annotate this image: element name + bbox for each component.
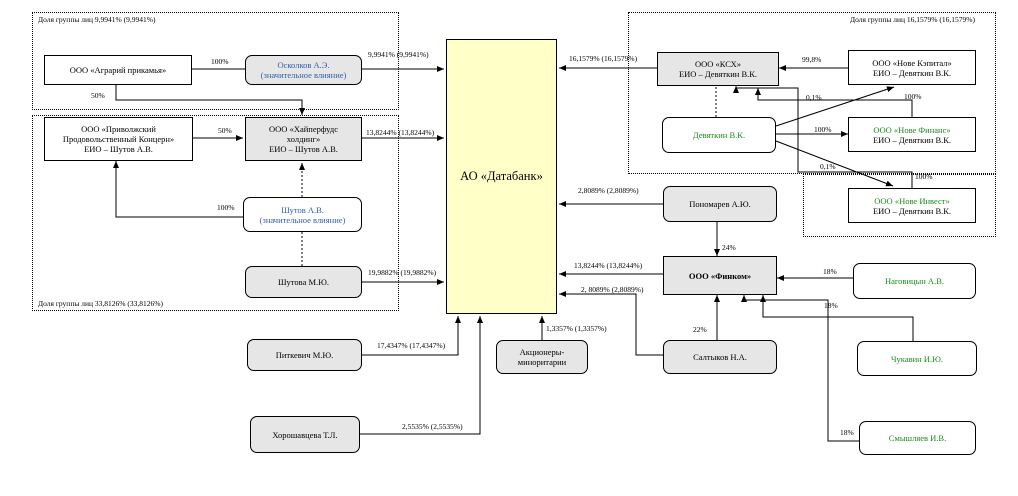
node-saltykov-line-1: Салтыков Н.А. — [693, 352, 747, 362]
label-khor-main: 2,5535% (2,5535%) — [402, 422, 463, 431]
node-nove-finance-line-2: ЕИО – Девяткин В.К. — [872, 134, 952, 145]
node-privolzh-line-2: Продовольственный Концерн» — [62, 134, 175, 144]
label-finkom-main: 13,8244% (13,8244%) — [574, 261, 643, 270]
label-fin-dev: 100% — [904, 92, 922, 101]
label-inv-dev: 0,1% — [820, 162, 836, 171]
node-nove-capital: ООО «Нове Кэпитал» ЕИО – Девяткин В.К. — [848, 50, 976, 85]
node-ksh: ООО «КСХ» ЕИО – Девяткин В.К. — [657, 52, 779, 86]
edge-agrariy-hyperfuds — [115, 85, 305, 115]
node-hyperfuds-line-3: ЕИО – Шутов А.В. — [269, 144, 338, 154]
label-ponomarev-finkom: 24% — [722, 243, 736, 252]
edge-khor-main — [360, 316, 483, 435]
edge-finance-ksh — [755, 88, 913, 117]
node-nove-capital-line-2: ЕИО – Девяткин В.К. — [872, 67, 952, 78]
label-shutova-main: 19,9882% (19,9882%) — [368, 268, 437, 277]
node-pitkevich-line-1: Питкевич М.Ю. — [275, 350, 334, 360]
group-frame-bottom-left — [32, 115, 399, 311]
node-shutova: Шутова М.Ю. — [245, 266, 362, 298]
node-khoroshavtseva-line-1: Хорошавцева Т.Л. — [272, 429, 338, 440]
group-label-top-left: Доля группы лиц 9,9941% (9,9941%) — [38, 15, 156, 24]
label-shutov-priv: 100% — [217, 203, 235, 212]
node-smyshlyaev-line-1: Смышляев И.В. — [888, 433, 947, 443]
node-ponomarev-line-1: Пономарев А.Ю. — [689, 199, 751, 209]
node-minority: Акционеры- миноритарии — [496, 340, 588, 374]
label-hyp-main: 13,8244% (13,8244%) — [366, 128, 435, 137]
label-agr-hyp: 50% — [91, 91, 105, 100]
label-ksh-main: 16,1579% (16,1579%) — [569, 54, 638, 63]
edge-shutov-privolzh — [113, 161, 243, 218]
node-devyatkin: Девяткин В.К. — [662, 117, 776, 153]
edge-smyshlyaev-finkom — [741, 295, 859, 442]
node-hyperfuds-line-2: холдинг» — [286, 134, 321, 144]
group-frame-right-invest — [803, 174, 996, 237]
node-oskolkov: Осколков А.Э. (значительное влияние) — [245, 55, 362, 85]
edge-chukavin-finkom — [760, 295, 914, 341]
node-saltykov: Салтыков Н.А. — [663, 340, 777, 374]
edge-pitkevich-main — [362, 316, 461, 356]
label-chukavin-finkom: 18% — [824, 301, 838, 310]
node-nove-finance: ООО «Нове Финанс» ЕИО – Девяткин В.К. — [848, 117, 976, 152]
node-nove-invest-line-2: ЕИО – Девяткин В.К. — [872, 205, 952, 216]
group-label-top-right: Доля группы лиц 16,1579% (16,1579%) — [850, 15, 976, 24]
node-devyatkin-line-1: Девяткин В.К. — [692, 130, 746, 140]
label-smyshlyaev-finkom: 18% — [840, 428, 854, 437]
edge-devyatkin-invest — [775, 140, 894, 187]
node-chukavin: Чукавин И.Ю. — [857, 341, 977, 376]
label-osk-main: 9,9941% (9,9941%) — [368, 50, 429, 59]
node-finkom: ООО «Финком» — [663, 256, 777, 295]
node-finkom-line-1: ООО «Финком» — [688, 270, 752, 281]
node-hyperfuds-line-1: ООО «Хайперфудс — [269, 124, 338, 134]
label-nagovitsyn-finkom: 18% — [823, 267, 837, 276]
label-cap-dev: 0,1% — [806, 93, 822, 102]
label-capital-ksh: 99,8% — [802, 55, 822, 64]
node-nagovitsyn-line-1: Наговицын А.В. — [885, 276, 944, 286]
node-ksh-line-2: ЕИО – Девяткин В.К. — [678, 69, 758, 79]
group-frame-top-left — [32, 12, 399, 110]
node-nove-capital-line-1: ООО «Нове Кэпитал» — [872, 57, 952, 68]
node-privolzh-line-3: ЕИО – Шутов А.В. — [84, 144, 153, 154]
label-fin-dev2: 100% — [814, 125, 832, 134]
node-shutov-line-2: (значительное влияние) — [259, 214, 346, 225]
edge-devyatkin-capital — [775, 86, 895, 127]
label-agr-osk: 100% — [211, 57, 229, 66]
node-oskolkov-line-1: Осколков А.Э. — [277, 60, 330, 70]
node-privolzh: ООО «Приволжский Продовольственный Конце… — [44, 117, 193, 161]
node-smyshlyaev: Смышляев И.В. — [859, 421, 976, 455]
label-pitkevich-main: 17,4347% (17,4347%) — [377, 341, 446, 350]
node-ksh-line-1: ООО «КСХ» — [694, 59, 742, 69]
node-khoroshavtseva: Хорошавцева Т.Л. — [250, 416, 360, 453]
node-agrariy-line-1: ООО «Аграрий прикамья» — [69, 65, 167, 75]
group-label-bottom-left: Доля группы лиц 33,8126% (33,8126%) — [38, 299, 164, 308]
label-minority-main: 1,3357% (1,3357%) — [546, 324, 607, 333]
node-nove-finance-line-1: ООО «Нове Финанс» — [873, 124, 951, 135]
label-inv-dev2: 100% — [915, 172, 933, 181]
node-nove-invest: ООО «Нове Инвест» ЕИО – Девяткин В.К. — [848, 188, 976, 223]
label-saltykov-main: 2, 8089% (2,8089%) — [581, 285, 644, 294]
node-pitkevich: Питкевич М.Ю. — [247, 339, 362, 371]
node-hyperfuds: ООО «Хайперфудс холдинг» ЕИО – Шутов А.В… — [245, 117, 362, 161]
edge-saltykov-main — [559, 291, 663, 356]
label-priv-hyp: 50% — [218, 126, 232, 135]
node-nagovitsyn: Наговицын А.В. — [853, 263, 976, 299]
label-ponomarev-main: 2,8089% (2,8089%) — [578, 186, 639, 195]
node-shutov-line-1: Шутов А.В. — [281, 204, 324, 215]
node-agrariy: ООО «Аграрий прикамья» — [44, 55, 192, 85]
node-minority-line-1: Акционеры- — [519, 347, 565, 357]
node-oskolkov-line-2: (значительное влияние) — [260, 70, 347, 80]
node-ponomarev: Пономарев А.Ю. — [663, 186, 777, 222]
node-main-databank: АО «Датабанк» — [446, 39, 557, 314]
group-frame-top-right — [628, 12, 996, 174]
node-shutova-line-1: Шутова М.Ю. — [277, 277, 330, 287]
node-shutov: Шутов А.В. (значительное влияние) — [243, 197, 362, 232]
node-chukavin-line-1: Чукавин И.Ю. — [891, 353, 943, 364]
node-minority-line-2: миноритарии — [517, 357, 567, 367]
node-nove-invest-line-1: ООО «Нове Инвест» — [874, 195, 950, 206]
node-privolzh-line-1: ООО «Приволжский — [81, 124, 156, 134]
label-saltykov-finkom: 22% — [693, 325, 707, 334]
